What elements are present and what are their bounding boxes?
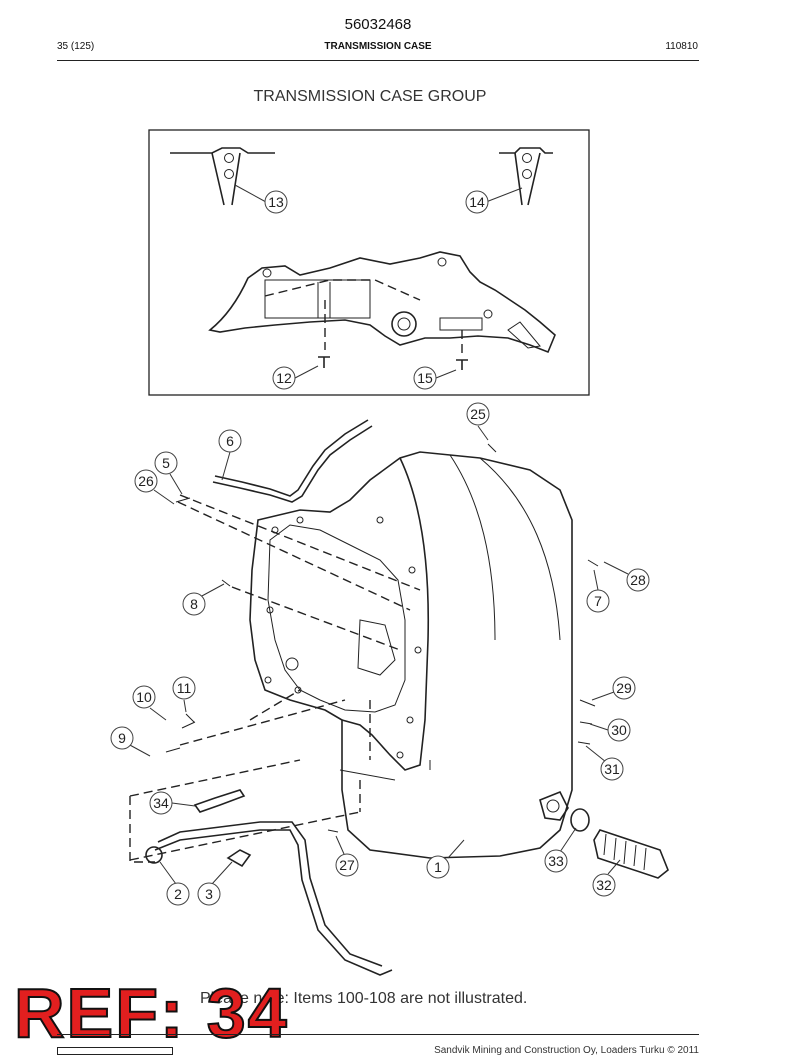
svg-text:30: 30 [611,722,627,738]
pipe-6 [212,425,373,503]
callout-6: 6 [218,429,242,481]
svg-text:14: 14 [469,194,485,210]
svg-text:13: 13 [268,194,284,210]
callout-group: 13 14 12 15 25 6 5 26 28 7 8 11 10 29 9 … [110,184,650,906]
svg-text:15: 15 [417,370,433,386]
svg-text:7: 7 [594,593,602,609]
fitting-34 [193,789,246,813]
reference-stamp: REF: 34 [13,974,289,1052]
transmission-case [249,451,573,859]
frame-section [208,251,556,370]
callout-3: 3 [197,861,233,906]
callout-34: 34 [149,791,196,815]
bracket-13 [170,147,275,206]
svg-text:32: 32 [596,877,612,893]
svg-text:28: 28 [630,572,646,588]
callout-8: 8 [182,583,225,616]
callout-32: 32 [592,859,621,897]
inset-frame [148,129,590,396]
callout-5: 5 [154,451,183,495]
document-number: 56032468 [344,16,412,33]
svg-text:6: 6 [226,433,234,449]
callout-30: 30 [589,718,631,742]
group-title: TRANSMISSION CASE GROUP [253,88,487,105]
svg-text:26: 26 [138,473,154,489]
pipe-2 [154,829,393,976]
svg-text:27: 27 [339,857,355,873]
svg-text:5: 5 [162,455,170,471]
svg-text:8: 8 [190,596,198,612]
svg-text:11: 11 [177,680,192,696]
filter-32 [593,829,669,879]
callout-7: 7 [586,569,610,613]
svg-text:25: 25 [470,406,486,422]
footer-logo [57,1047,173,1055]
callout-13: 13 [234,184,288,214]
callout-9: 9 [110,726,151,757]
callout-1: 1 [426,839,465,879]
illustration-note: Please note: Items 100-108 are not illus… [200,990,528,1007]
page-indicator: 35 (125) [57,41,95,52]
svg-text:3: 3 [205,886,213,902]
svg-text:9: 9 [118,730,126,746]
callout-31: 31 [585,745,624,781]
svg-text:29: 29 [616,680,632,696]
footer-copyright: Sandvik Mining and Construction Oy, Load… [434,1045,699,1056]
svg-text:1: 1 [434,859,442,875]
svg-text:2: 2 [174,886,182,902]
callout-27: 27 [335,835,359,877]
svg-text:33: 33 [548,853,564,869]
callout-25: 25 [466,402,490,441]
svg-text:12: 12 [276,370,292,386]
callout-14: 14 [465,187,523,214]
section-title: TRANSMISSION CASE [324,41,432,52]
svg-text:31: 31 [604,761,620,777]
footer-rule [57,1034,699,1035]
callout-2: 2 [159,861,190,906]
callout-11: 11 [172,676,196,713]
callout-12: 12 [272,365,319,390]
callout-29: 29 [591,676,636,701]
svg-text:10: 10 [136,689,152,705]
svg-text:34: 34 [153,795,169,811]
callout-10: 10 [132,685,167,721]
date-code: 110810 [665,41,698,52]
callout-15: 15 [413,366,457,390]
callout-26: 26 [134,469,175,505]
bracket-14 [499,147,553,206]
callout-33: 33 [544,827,577,873]
callout-28: 28 [603,561,650,592]
header-rule [57,60,699,61]
